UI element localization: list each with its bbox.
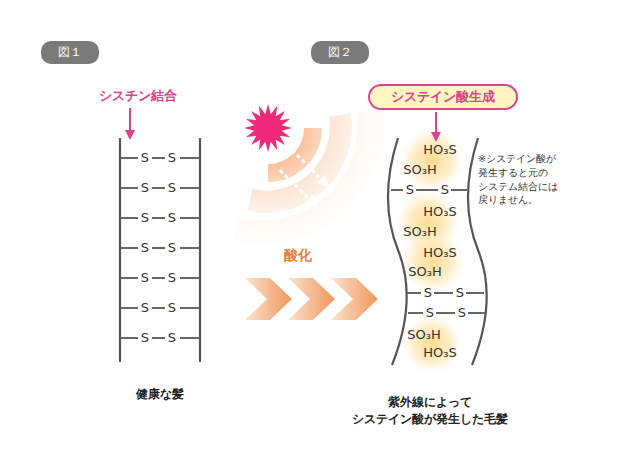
note-text: ※システイン酸が 発生すると元の システム結合には 戻りません。 (478, 152, 570, 207)
chemical-label: S (141, 241, 149, 256)
figure-caption: 健康な髪 (136, 388, 184, 402)
rung-line (180, 217, 199, 219)
process-label: 酸化 (284, 247, 312, 263)
uv-arrows (280, 150, 326, 204)
process-box: システイン酸生成 (368, 84, 518, 110)
node-text: 図２ (328, 44, 352, 61)
rung-line (152, 217, 165, 219)
rung-line (152, 307, 165, 309)
sun-shape (244, 104, 292, 152)
chemical-label: HO₃S (423, 246, 456, 261)
bond-label: シスチン結合 (99, 89, 177, 104)
cysteic-acid-glow (396, 128, 465, 374)
chemical-label: S (458, 306, 466, 321)
healthy-hair-ladder (120, 138, 200, 362)
rung-line (121, 307, 138, 309)
rung-line (121, 187, 138, 189)
pointer-arrow (435, 112, 437, 140)
remaining-cystine-rungs (391, 190, 485, 313)
rung-line (180, 157, 199, 159)
node-text: システイン酸生成 (391, 88, 495, 106)
chemical-label: S (141, 211, 149, 226)
rung-line (152, 187, 165, 189)
chemical-label: S (441, 183, 449, 198)
chemical-label: S (168, 271, 176, 286)
chemical-label: HO₃S (423, 143, 456, 158)
rung-line (180, 187, 199, 189)
rung-line (180, 247, 199, 249)
cystine-rungs (121, 158, 199, 338)
chemical-label: S (168, 301, 176, 316)
rung-line (121, 277, 138, 279)
chemical-label: HO₃S (423, 205, 456, 220)
rung-line (180, 307, 199, 309)
chemical-label: HO₃S (423, 346, 456, 361)
process-chevrons (245, 278, 378, 320)
figure-caption: 紫外線によって システイン酸が発生した毛髪 (320, 394, 540, 429)
chemical-label: SO₃H (408, 265, 441, 280)
rung-line (180, 337, 199, 339)
rung-line (152, 337, 165, 339)
rung-line (180, 277, 199, 279)
chemical-label: SO₃H (403, 163, 436, 178)
chemical-label: S (168, 241, 176, 256)
chemical-label: S (141, 301, 149, 316)
chemical-label: SO₃H (403, 225, 436, 240)
chemical-label: S (168, 181, 176, 196)
damaged-hair-strands (388, 138, 487, 365)
rung-line (121, 247, 138, 249)
chemical-label: S (141, 271, 149, 286)
rung-line (152, 247, 165, 249)
chemical-label: S (406, 183, 414, 198)
chemical-label: S (168, 211, 176, 226)
sun-starburst (244, 104, 292, 152)
chemical-label: S (141, 181, 149, 196)
rung-line (121, 217, 138, 219)
chemical-label: S (141, 331, 149, 346)
pointer-arrow (129, 108, 131, 138)
chemical-label: S (168, 151, 176, 166)
chemical-label: S (426, 306, 434, 321)
chemical-label: S (456, 286, 464, 301)
figure-tag: 図１ (41, 41, 99, 64)
chemical-label: S (141, 151, 149, 166)
figure-tag: 図２ (311, 41, 369, 64)
chemical-label: S (424, 286, 432, 301)
rung-line (121, 157, 138, 159)
chemical-label: SO₃H (407, 328, 440, 343)
node-text: 図１ (58, 44, 82, 61)
rung-line (152, 157, 165, 159)
rung-line (152, 277, 165, 279)
rung-line (121, 337, 138, 339)
chemical-label: S (168, 331, 176, 346)
